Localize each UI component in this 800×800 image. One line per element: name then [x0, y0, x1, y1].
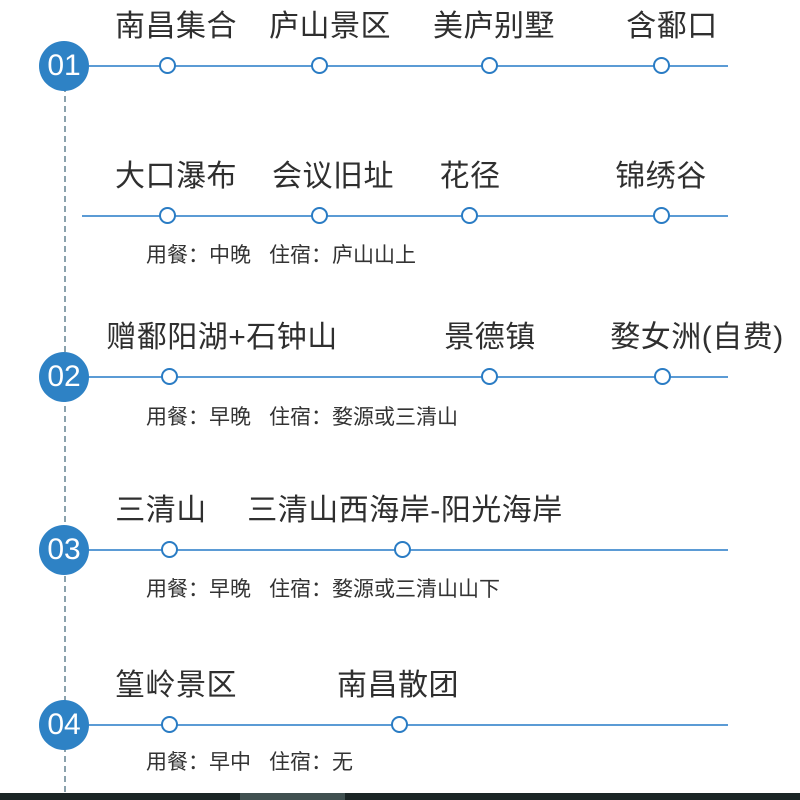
timeline-stop-dot — [481, 57, 498, 74]
vertical-dashed-connector — [64, 66, 66, 792]
meal-info: 用餐：早晚住宿：婺源或三清山 — [146, 407, 458, 429]
timeline-stop-dot — [653, 207, 670, 224]
lodging-label: 住宿： — [269, 578, 332, 601]
timeline-stop-dot — [391, 716, 408, 733]
stop-label: 赠鄱阳湖+石钟山 — [106, 321, 338, 354]
timeline-stop-dot — [159, 207, 176, 224]
stop-label: 锦绣谷 — [615, 160, 707, 193]
lodging-value: 婺源或三清山山下 — [332, 578, 500, 601]
stop-label: 美庐别墅 — [433, 10, 555, 43]
meals-label: 用餐： — [146, 578, 209, 601]
meals-value: 早晚 — [209, 578, 251, 601]
day-number-badge: 03 — [39, 525, 89, 575]
timeline-line — [82, 215, 728, 217]
stop-label: 婺女洲(自费) — [610, 321, 784, 354]
timeline-line — [64, 376, 728, 378]
timeline-stop-dot — [394, 541, 411, 558]
stop-label: 南昌集合 — [115, 10, 237, 43]
meal-info: 用餐：早晚住宿：婺源或三清山山下 — [146, 579, 500, 601]
timeline-stop-dot — [161, 368, 178, 385]
timeline-stop-dot — [311, 57, 328, 74]
meals-value: 早中 — [209, 751, 251, 774]
lodging-value: 庐山山上 — [332, 244, 416, 267]
timeline-stop-dot — [161, 716, 178, 733]
timeline-line — [64, 65, 728, 67]
timeline-stop-dot — [653, 57, 670, 74]
meals-label: 用餐： — [146, 751, 209, 774]
day-number-badge: 04 — [39, 700, 89, 750]
stop-label: 南昌散团 — [337, 669, 459, 702]
bottom-bar-light-segment — [240, 793, 345, 800]
stop-label: 三清山 — [115, 494, 207, 527]
stop-label: 景德镇 — [444, 321, 536, 354]
timeline-stop-dot — [654, 368, 671, 385]
lodging-label: 住宿： — [269, 244, 332, 267]
meal-info: 用餐：中晚住宿：庐山山上 — [146, 245, 416, 267]
meals-label: 用餐： — [146, 406, 209, 429]
day-number-badge: 01 — [39, 41, 89, 91]
meals-value: 中晚 — [209, 244, 251, 267]
lodging-value: 无 — [332, 751, 353, 774]
stop-label: 含鄱口 — [626, 10, 718, 43]
timeline-stop-dot — [311, 207, 328, 224]
timeline-stop-dot — [481, 368, 498, 385]
bottom-bar — [0, 793, 800, 800]
stop-label: 会议旧址 — [272, 160, 394, 193]
lodging-label: 住宿： — [269, 751, 332, 774]
stop-label: 三清山西海岸-阳光海岸 — [247, 494, 563, 527]
timeline-stop-dot — [461, 207, 478, 224]
stop-label: 庐山景区 — [269, 10, 391, 43]
lodging-value: 婺源或三清山 — [332, 406, 458, 429]
meals-label: 用餐： — [146, 244, 209, 267]
timeline-stop-dot — [161, 541, 178, 558]
day-number-badge: 02 — [39, 352, 89, 402]
timeline-stop-dot — [159, 57, 176, 74]
meal-info: 用餐：早中住宿：无 — [146, 752, 353, 774]
meals-value: 早晚 — [209, 406, 251, 429]
stop-label: 花径 — [439, 160, 501, 193]
lodging-label: 住宿： — [269, 406, 332, 429]
stop-label: 篁岭景区 — [115, 669, 237, 702]
stop-label: 大口瀑布 — [115, 160, 237, 193]
